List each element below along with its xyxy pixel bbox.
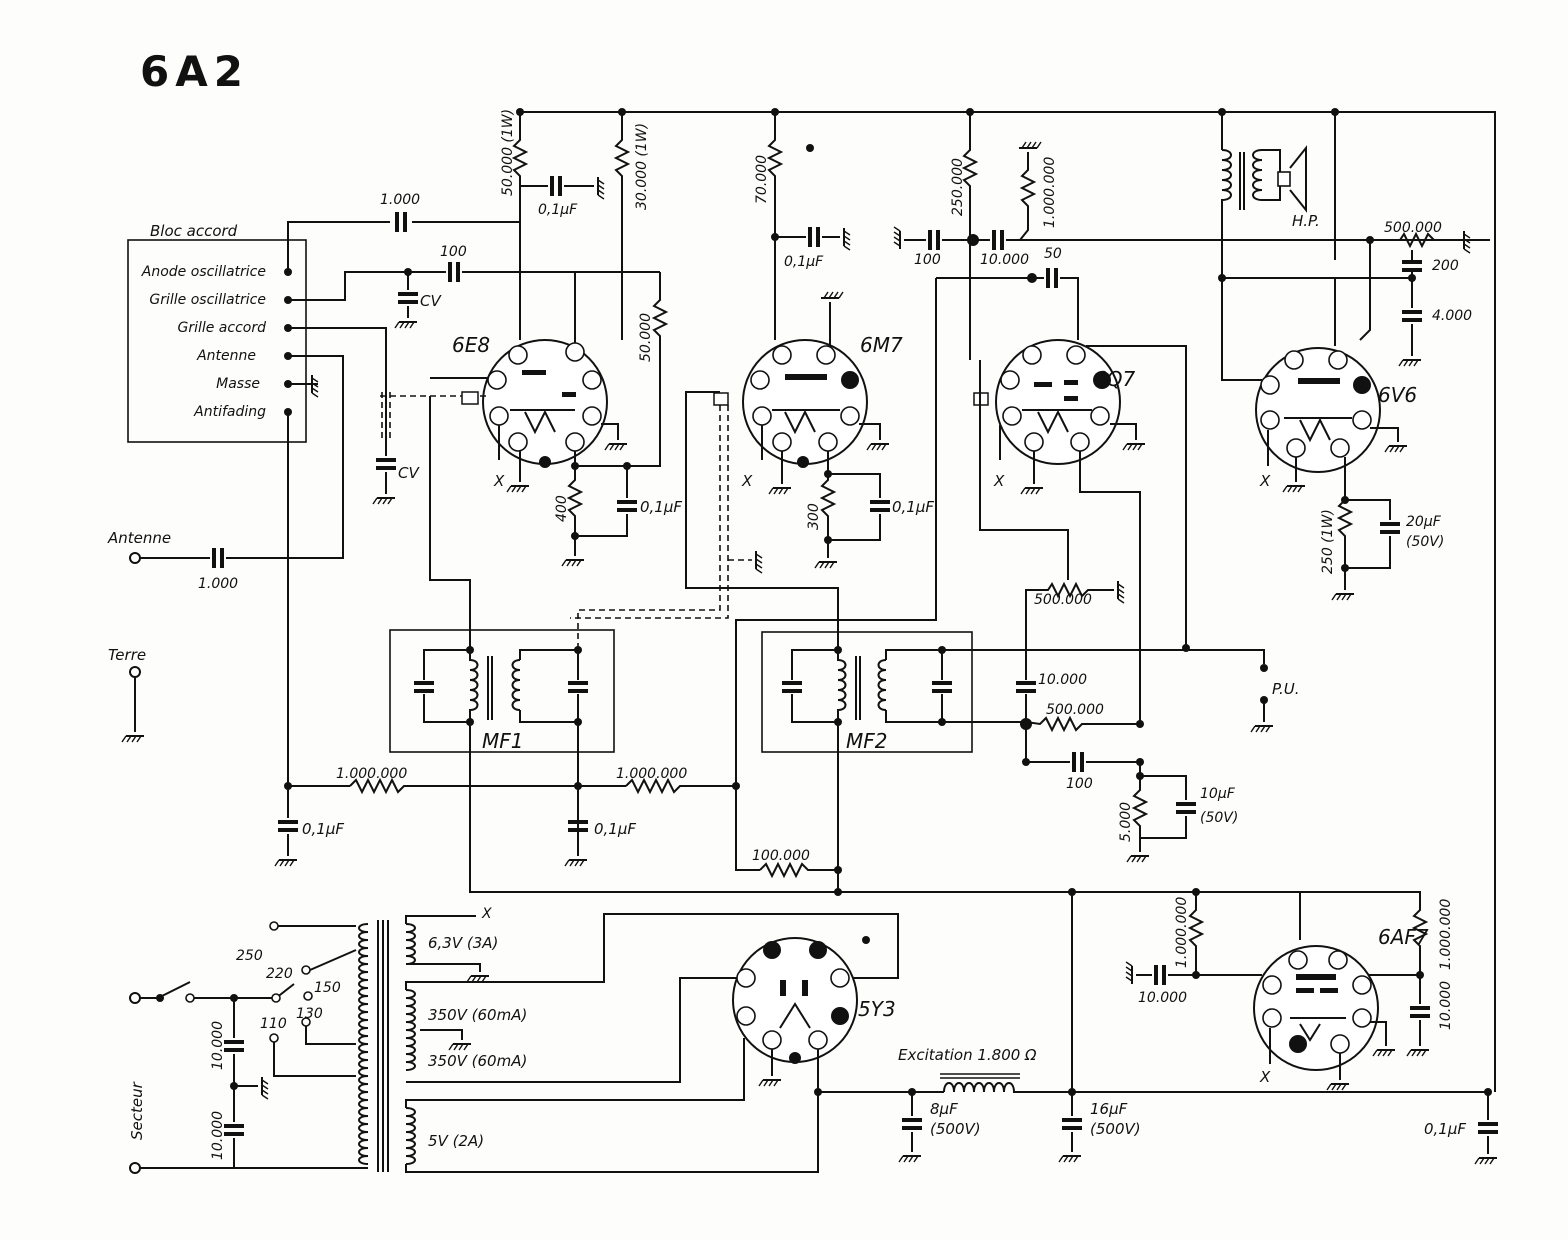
mf2-label: MF2 [846,729,887,753]
r-1000000-6q7-label: 1.000.000 [1042,157,1058,228]
r-300-label: 300 [806,503,822,530]
c-8uf-label: 8µF [930,1100,958,1118]
c-20uf-label: 20µF [1406,514,1442,530]
terminal-antifading: Antifading [193,404,266,420]
c-100-6q7-label: 100 [914,252,941,268]
tube-5y3-label: 5Y3 [858,997,896,1021]
tap-150: 150 [314,980,341,996]
x-mark-6e8: X [493,472,505,490]
c-100-mf2-label: 100 [1066,776,1093,792]
terminal-masse: Masse [216,376,260,392]
power-transformer [358,920,416,1172]
mf2-transformer: MF2 [761,631,973,753]
schematic-title: 6A2 [140,47,249,96]
c-10000-mf2-label: 10.000 [1038,672,1087,688]
tap-130: 130 [296,1006,323,1022]
r-1000000-6af7-b-label: 1.000.000 [1438,899,1454,970]
winding-350v-a: 350V (60mA) [428,1006,527,1024]
tube-6v6-label: 6V6 [1378,383,1417,407]
r-5000-label: 5.000 [1118,802,1134,842]
tube-6v6: 6V6 [1255,347,1417,473]
r-50000-6e8-label: 50.000 [638,313,654,362]
tube-6q7: 6Q7 [995,339,1135,465]
tube-6q7-label: 6Q7 [1094,367,1135,391]
r-400-label: 400 [554,495,570,522]
r-1000000-b-label: 1.000.000 [616,766,687,782]
r-1000000-a-label: 1.000.000 [336,766,407,782]
terminal-grille-oscillatrice: Grille oscillatrice [149,292,266,308]
c-01-top-label: 0,1µF [538,202,578,218]
secteur-label: Secteur [128,1081,146,1140]
c-01-right-label: 0,1µF [1424,1120,1466,1138]
c-10000-6af7-a-label: 10.000 [1138,990,1187,1006]
winding-5v: 5V (2A) [428,1132,484,1150]
r-30000-1w-label: 30.000 (1W) [634,123,650,210]
x-mark-6q7: X [993,472,1005,490]
excitation-label: Excitation 1.800 Ω [898,1046,1037,1064]
r-250-1w-label: 250 (1W) [1320,509,1336,574]
x-mark-6af7: X [1259,1068,1271,1086]
c-50-label: 50 [1044,246,1062,262]
c-01-mid-label: 0,1µF [594,820,636,838]
speaker-transformer: H.P. [1221,112,1320,250]
c-16uf-label: 16µF [1090,1100,1128,1118]
x-mark-6m7: X [741,472,753,490]
c-100-osc-label: 100 [440,244,467,260]
tap-110: 110 [260,1016,287,1032]
r-70000-label: 70.000 [754,155,770,204]
winding-350v-b: 350V (60mA) [428,1052,527,1070]
tube-6af7: 6AF7 [1253,925,1429,1071]
terminal-grille-accord: Grille accord [177,320,266,336]
c-8uf-voltage-label: (500V) [930,1120,981,1138]
tap-220: 220 [266,966,293,982]
mf1-transformer: MF1 [389,629,615,753]
terre-label: Terre [108,646,146,664]
c-16uf-voltage-label: (500V) [1090,1120,1141,1138]
bloc-accord: Bloc accord Anode oscillatrice Grille os… [127,222,319,443]
pu-label: P.U. [1272,680,1300,698]
c-01-left-label: 0,1µF [302,820,344,838]
c-10uf-voltage-label: (50V) [1200,810,1238,826]
c-200-label: 200 [1432,258,1459,274]
c-10000-6af7-b-label: 10.000 [1438,981,1454,1030]
c-4000-label: 4.000 [1432,308,1472,324]
antenne-input-label: Antenne [107,529,171,547]
c-1000-ant-label: 1.000 [198,576,238,592]
c-01-6m7-label: 0,1µF [892,498,934,516]
terminal-anode-oscillatrice: Anode oscillatrice [141,264,266,280]
terminal-antenne: Antenne [196,348,256,364]
tube-6e8-label: 6E8 [452,333,490,357]
bloc-accord-title: Bloc accord [150,222,238,240]
tube-6e8: 6E8 [452,333,608,468]
tube-6m7-label: 6M7 [860,333,903,357]
r-100000-label: 100.000 [752,848,810,864]
cv1-label: CV [420,292,442,310]
r-1000000-6af7-a-label: 1.000.000 [1174,897,1190,968]
c-20uf-voltage-label: (50V) [1406,534,1444,550]
c-01-6m7-top-label: 0,1µF [784,254,824,270]
cv2-label: CV [398,464,420,482]
tap-250: 250 [236,948,263,964]
c-10000-mains-b-label: 10.000 [210,1111,226,1160]
x-mark-transformer: X [481,906,492,922]
r-250000-label: 250.000 [950,158,966,216]
winding-6v3: 6,3V (3A) [428,934,498,952]
tube-6m7: 6M7 [742,333,903,468]
tube-6af7-label: 6AF7 [1378,925,1429,949]
mf1-label: MF1 [482,729,523,753]
r-500000-mf2-label: 500.000 [1046,702,1104,718]
r-50000-1w-label: 50.000 (1W) [500,109,516,196]
tube-5y3: 5Y3 [732,937,896,1064]
c-10uf-label: 10µF [1200,786,1236,802]
r-500000-hp-label: 500.000 [1384,220,1442,236]
c-01-6e8-label: 0,1µF [640,498,682,516]
x-mark-6v6: X [1259,472,1271,490]
c-10000-mains-a-label: 10.000 [210,1021,226,1070]
c-10000-6q7-label: 10.000 [980,252,1029,268]
pot-500000-label: 500.000 [1034,592,1092,608]
c-1000-top-label: 1.000 [380,192,420,208]
hp-label: H.P. [1292,212,1320,230]
